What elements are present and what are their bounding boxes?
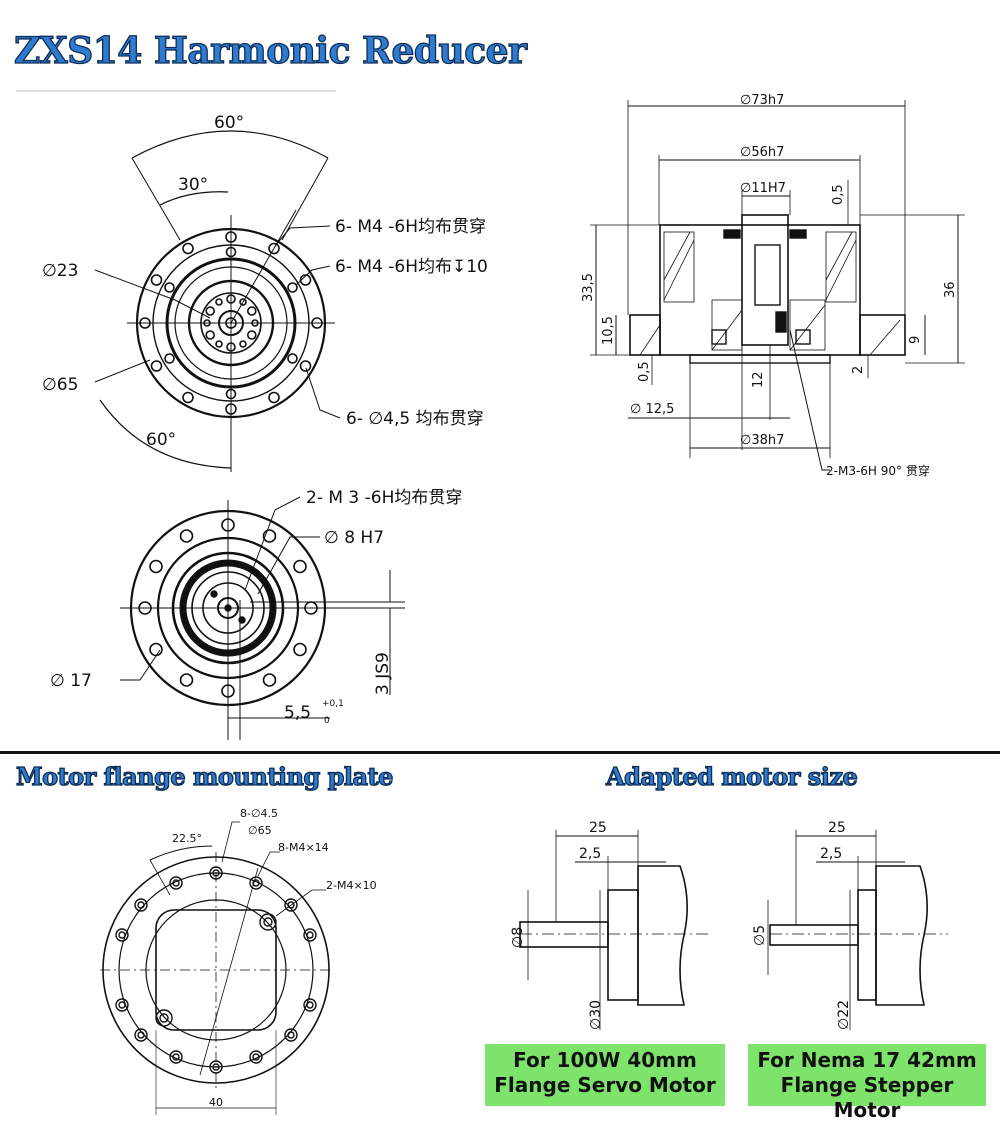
rear-tol-lower: 0	[324, 716, 330, 726]
flange-section-title: Motor flange mounting plate	[15, 761, 394, 791]
front-note-m4-depth: 6- M4 -6H均布↧10	[335, 257, 488, 277]
section-dim-9: 9	[908, 336, 923, 344]
servo-shaft: ∅8	[510, 927, 526, 948]
flange-angle-225: 22.5°	[172, 832, 202, 845]
stepper-dim-25: 25	[828, 820, 846, 836]
rear-dia-17: ∅ 17	[50, 671, 92, 691]
motor-stepper-drawing	[767, 830, 948, 1030]
rear-view	[120, 496, 405, 740]
section-dim-335: 33,5	[581, 273, 596, 302]
rear-dia-8: ∅ 8 H7	[324, 528, 384, 548]
front-view	[94, 130, 341, 472]
section-dia-73: ∅73h7	[740, 93, 784, 108]
front-angle-60-bottom: 60°	[146, 430, 176, 450]
section-dim-105: 10,5	[601, 316, 616, 345]
main-title: ZXS14 Harmonic Reducer	[13, 29, 527, 72]
servo-dim-25: 25	[589, 820, 607, 836]
motor-servo-drawing	[519, 830, 708, 1030]
rear-note-m3: 2- M 3 -6H均布贯穿	[306, 488, 462, 508]
stepper-shaft: ∅5	[752, 925, 768, 946]
flange-plate	[100, 821, 332, 1115]
servo-motor-label: For 100W 40mm Flange Servo Motor	[485, 1044, 725, 1106]
flange-holes-8: 8-∅4.5	[240, 807, 278, 820]
stepper-dim-25b: 2,5	[820, 846, 842, 862]
section-divider	[0, 751, 1000, 754]
flange-width-40: 40	[209, 1096, 223, 1109]
rear-tol-upper: +0,1	[322, 699, 344, 709]
motor-section-title: Adapted motor size	[605, 761, 858, 791]
section-dim-05-top: 0,5	[831, 184, 846, 205]
section-dim-12: 12	[751, 371, 766, 388]
servo-spigot: ∅30	[588, 1000, 604, 1030]
section-dim-2: 2	[851, 366, 866, 374]
section-dia-56: ∅56h7	[740, 145, 784, 160]
front-angle-60-top: 60°	[214, 113, 244, 133]
section-dia-38: ∅38h7	[740, 433, 784, 448]
flange-tap-m4-14: 8-M4×14	[278, 841, 329, 854]
section-dim-05-bottom: 0,5	[637, 361, 652, 382]
front-note-hole-45: 6- ∅4,5 均布贯穿	[346, 409, 484, 429]
stepper-spigot: ∅22	[836, 1000, 852, 1030]
front-dia-23: ∅23	[42, 261, 78, 281]
front-angle-30: 30°	[178, 175, 208, 195]
servo-label-line2: Flange Servo Motor	[494, 1073, 716, 1097]
servo-label-line1: For 100W 40mm	[513, 1048, 697, 1072]
section-view	[590, 100, 965, 471]
stepper-label-line2: Flange Stepper Motor	[780, 1073, 954, 1122]
rear-key-55: 5,5	[284, 703, 311, 723]
section-note-m3-90: 2-M3-6H 90° 贯穿	[826, 463, 930, 478]
stepper-motor-label: For Nema 17 42mm Flange Stepper Motor	[748, 1044, 986, 1122]
flange-tap-m4-10: 2-M4×10	[326, 879, 377, 892]
servo-dim-25b: 2,5	[579, 846, 601, 862]
section-dia-11: ∅11H7	[740, 181, 786, 196]
section-dim-36: 36	[943, 281, 958, 298]
flange-dia-65: ∅65	[248, 824, 272, 837]
front-dia-65: ∅65	[42, 375, 78, 395]
rear-key-3: 3 JS9	[373, 652, 393, 695]
section-dia-125: ∅ 12,5	[630, 402, 674, 417]
front-note-m4-through: 6- M4 -6H均布贯穿	[335, 217, 486, 237]
stepper-label-line1: For Nema 17 42mm	[757, 1048, 977, 1072]
